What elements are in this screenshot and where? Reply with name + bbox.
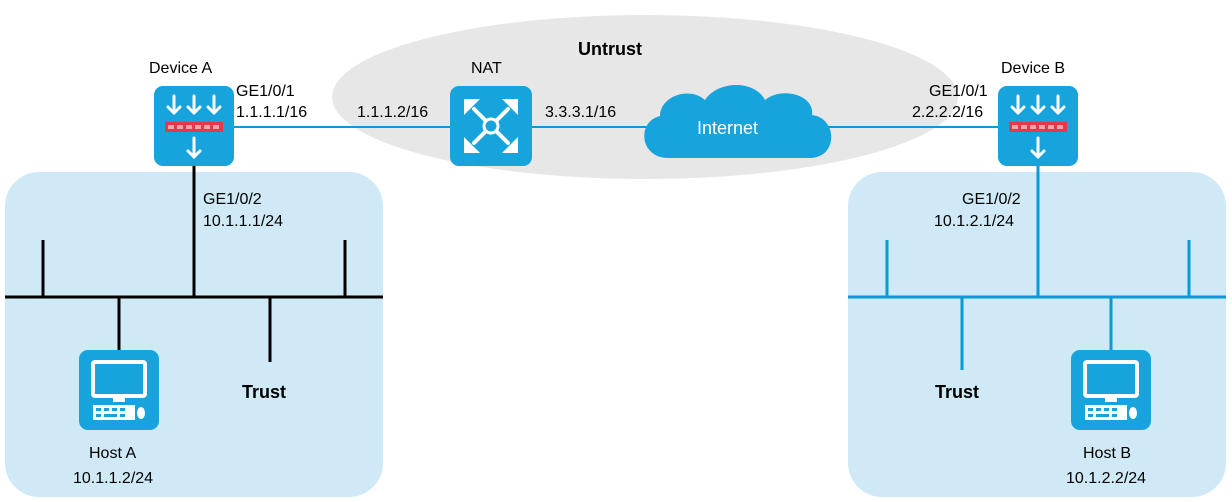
untrust-zone (332, 15, 958, 179)
host-b-ip: 10.1.2.2/24 (1066, 470, 1146, 487)
device-a-ge-out: GE1/0/1 (236, 83, 295, 100)
trust-zone-right-label: Trust (935, 382, 979, 402)
untrust-zone-label: Untrust (578, 39, 642, 59)
lan-right (848, 166, 1226, 370)
host-pc-icon (79, 350, 159, 430)
device-b-name: Device B (1001, 60, 1065, 77)
nat-name: NAT (471, 60, 502, 77)
nat-ip-right: 3.3.3.1/16 (545, 104, 616, 121)
device-a-name: Device A (149, 60, 212, 77)
device-a-ge-in: GE1/0/2 (203, 191, 262, 208)
device-b-ge-out: GE1/0/1 (929, 83, 988, 100)
firewall-icon (998, 86, 1078, 166)
host-a-name: Host A (89, 445, 136, 462)
device-b-ge-in: GE1/0/2 (962, 191, 1021, 208)
internet-label: Internet (697, 118, 758, 138)
device-a-ge-out-ip: 1.1.1.1/16 (236, 104, 307, 121)
device-b-ge-in-ip: 10.1.2.1/24 (934, 213, 1014, 230)
firewall-icon (154, 86, 234, 166)
trust-zone-left-label: Trust (242, 382, 286, 402)
cloud-icon (644, 85, 832, 158)
device-b-ge-out-ip: 2.2.2.2/16 (912, 104, 983, 121)
nat-router-icon (450, 86, 532, 166)
host-b-name: Host B (1083, 445, 1131, 462)
host-pc-icon (1071, 350, 1151, 430)
lan-left (5, 166, 383, 362)
device-a-ge-in-ip: 10.1.1.1/24 (203, 213, 283, 230)
nat-ip-left: 1.1.1.2/16 (357, 104, 428, 121)
host-a-ip: 10.1.1.2/24 (73, 470, 153, 487)
